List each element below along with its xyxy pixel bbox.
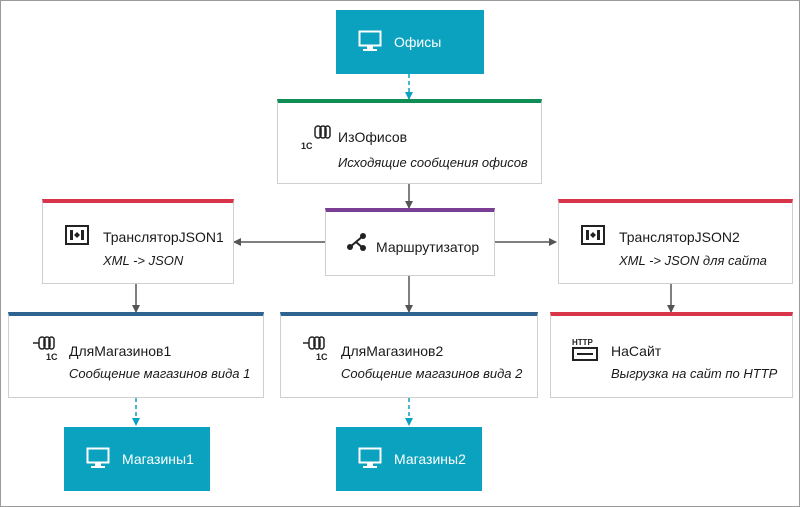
node-description: Сообщение магазинов вида 1 xyxy=(69,366,251,381)
router-icon xyxy=(346,231,368,258)
1c-queue-icon: 1C xyxy=(301,125,331,156)
node-description: XML -> JSON для сайта xyxy=(619,253,767,268)
translator-icon xyxy=(65,225,89,250)
1c-endpoint-icon: 1C xyxy=(303,336,335,367)
node-title: НаСайт xyxy=(611,343,662,359)
node-for-stores1[interactable]: 1C ДляМагазинов1 Сообщение магазинов вид… xyxy=(8,312,264,398)
node-router[interactable]: Маршрутизатор xyxy=(325,208,495,276)
monitor-icon xyxy=(358,447,382,472)
node-title: ДляМагазинов2 xyxy=(341,343,444,359)
monitor-icon xyxy=(358,30,382,55)
svg-text:1C: 1C xyxy=(316,352,328,362)
node-translator2[interactable]: ТрансляторJSON2 XML -> JSON для сайта xyxy=(558,199,793,284)
terminal-label: Офисы xyxy=(394,34,442,50)
terminal-label: Магазины2 xyxy=(394,451,466,467)
node-translator1[interactable]: ТрансляторJSON1 XML -> JSON xyxy=(42,199,234,284)
translator-icon xyxy=(581,225,605,250)
node-title: ТрансляторJSON1 xyxy=(103,229,224,245)
node-title: ТрансляторJSON2 xyxy=(619,229,740,245)
node-to-site[interactable]: HTTP НаСайт Выгрузка на сайт по HTTP xyxy=(550,312,793,398)
1c-endpoint-icon: 1C xyxy=(33,336,65,367)
svg-text:1C: 1C xyxy=(46,352,58,362)
node-title: Маршрутизатор xyxy=(376,239,480,255)
node-from-offices[interactable]: 1C ИзОфисов Исходящие сообщения офисов xyxy=(277,99,542,184)
node-for-stores2[interactable]: 1C ДляМагазинов2 Сообщение магазинов вид… xyxy=(280,312,538,398)
terminal-stores2[interactable]: Магазины2 xyxy=(336,427,482,491)
http-icon: HTTP xyxy=(571,337,599,366)
svg-text:HTTP: HTTP xyxy=(572,338,594,347)
node-description: Сообщение магазинов вида 2 xyxy=(341,366,523,381)
node-description: XML -> JSON xyxy=(103,253,184,268)
node-title: ДляМагазинов1 xyxy=(69,343,172,359)
terminal-stores1[interactable]: Магазины1 xyxy=(64,427,210,491)
terminal-offices[interactable]: Офисы xyxy=(336,10,484,74)
node-title: ИзОфисов xyxy=(338,129,408,145)
monitor-icon xyxy=(86,447,110,472)
node-description: Выгрузка на сайт по HTTP xyxy=(611,366,778,381)
svg-text:1C: 1C xyxy=(301,141,313,151)
node-description: Исходящие сообщения офисов xyxy=(338,155,528,170)
terminal-label: Магазины1 xyxy=(122,451,194,467)
